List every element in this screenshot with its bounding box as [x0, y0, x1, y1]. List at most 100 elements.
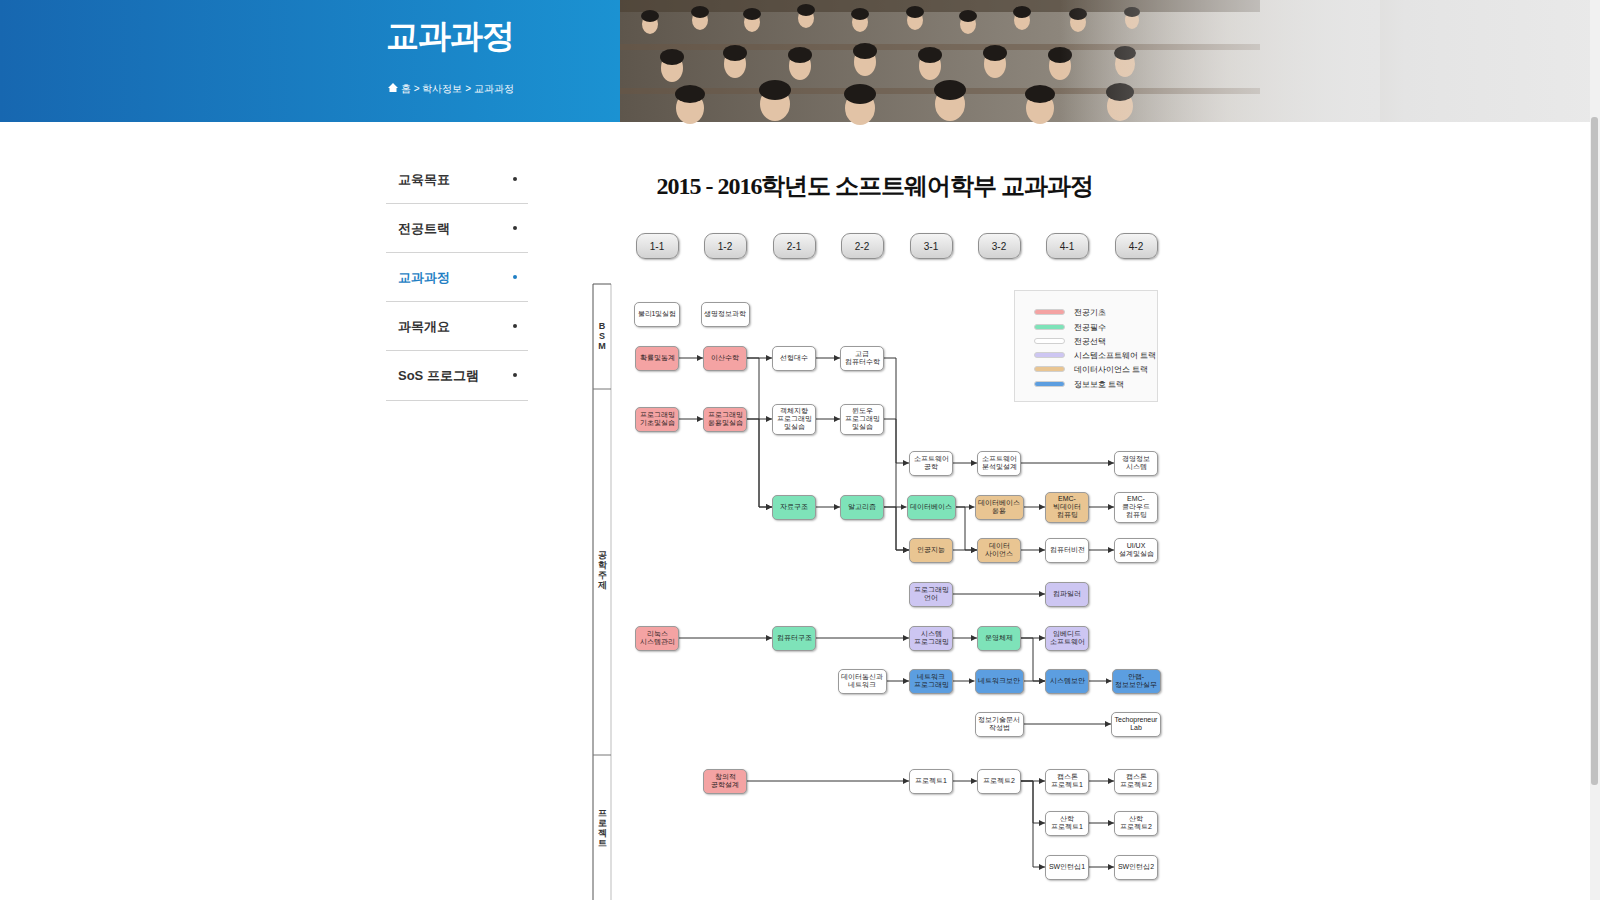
course-box: SW인턴십1 — [1045, 855, 1089, 880]
course-name: 네트워크 프로그래밍 — [912, 673, 950, 689]
course-name: 자료구조 — [775, 503, 813, 511]
legend-swatch — [1034, 381, 1065, 387]
course-name: 프로그래밍 응용및실습 — [706, 411, 744, 427]
course-name: 데이터통신과 네트워크 — [841, 673, 884, 689]
prerequisite-arrow — [1089, 681, 1112, 682]
prerequisite-arrow — [679, 638, 772, 639]
course-name: 데이터베이스 — [910, 503, 953, 511]
prerequisite-arrow — [1024, 507, 1046, 508]
course-name: 시스템보안 — [1048, 677, 1086, 685]
legend-swatch — [1034, 338, 1065, 344]
band-label: BSM — [598, 322, 607, 352]
course-name: 데이터베이스 응용 — [978, 499, 1021, 515]
semester-label: 3-1 — [924, 241, 938, 252]
course-box: 임베디드 소프트웨어 — [1045, 626, 1089, 651]
course-name: 알고리즘 — [843, 503, 881, 511]
legend-swatch — [1034, 366, 1065, 372]
course-box: 안랩- 정보보안실무 — [1112, 669, 1161, 694]
prerequisite-arrow — [953, 638, 977, 639]
course-box: 네트워크 프로그래밍 — [909, 669, 953, 694]
legend-swatch — [1034, 309, 1065, 315]
course-box: 운영체제 — [977, 626, 1021, 651]
breadcrumb: 홈 > 학사정보 > 교과과정 — [401, 82, 514, 96]
course-box: 고급 컴퓨터수학 — [840, 346, 884, 371]
course-box: 선형대수 — [772, 346, 816, 371]
prerequisite-arrow — [953, 594, 1045, 595]
semester-label: 1-1 — [650, 241, 664, 252]
prerequisite-arrow — [1021, 638, 1045, 681]
course-name: 캡스톤 프로젝트1 — [1048, 773, 1086, 789]
course-box: 윈도우 프로그래밍 및실습 — [840, 404, 884, 435]
prerequisite-arrow — [953, 463, 977, 464]
course-box: 알고리즘 — [840, 495, 884, 520]
course-name: SW인턴십2 — [1117, 863, 1155, 871]
semester-header: 1-1 — [636, 233, 679, 259]
course-name: 시스템 프로그래밍 — [912, 630, 950, 646]
prerequisite-arrow — [816, 358, 840, 359]
scrollbar — [1590, 0, 1600, 900]
legend-text: 정보보호 트랙 — [1074, 379, 1124, 390]
course-box: 프로그래밍 응용및실습 — [703, 407, 747, 432]
menu-item: 교육목표 — [398, 171, 450, 189]
course-box: 경영정보 시스템 — [1114, 451, 1158, 476]
prerequisite-arrow — [1021, 463, 1114, 464]
course-box: 컴파일러 — [1045, 582, 1089, 607]
course-box: 인공지능 — [909, 538, 953, 563]
legend-text: 전공필수 — [1074, 322, 1106, 333]
legend-text: 전공선택 — [1074, 336, 1106, 347]
course-name: 프로그래밍 언어 — [912, 586, 950, 602]
semester-header: 3-2 — [978, 233, 1021, 259]
prerequisite-arrow — [956, 507, 978, 550]
semester-label: 3-2 — [992, 241, 1006, 252]
prerequisite-arrow — [679, 419, 703, 420]
menu-separators — [386, 204, 528, 401]
band-label: 프로젝트 — [598, 809, 607, 849]
course-name: 산학 프로젝트2 — [1117, 815, 1155, 831]
header-band — [0, 0, 620, 122]
course-name: 윈도우 프로그래밍 및실습 — [843, 407, 881, 431]
course-name: 객체지향 프로그래밍 및실습 — [775, 407, 813, 431]
prerequisite-arrow — [816, 419, 840, 420]
course-name: 데이터 사이언스 — [980, 542, 1018, 558]
course-name: EMC- 빅데이터 컴퓨팅 — [1048, 495, 1086, 519]
course-name: SW인턴십1 — [1048, 863, 1086, 871]
semester-label: 4-2 — [1129, 241, 1143, 252]
course-box: 소프트웨어 공학 — [909, 451, 953, 476]
prerequisite-arrow — [816, 507, 840, 508]
semester-header: 3-1 — [910, 233, 953, 259]
prerequisite-arrow — [884, 419, 909, 463]
course-name: EMC- 클라우드 컴퓨팅 — [1117, 495, 1155, 519]
prerequisite-arrow — [1024, 724, 1112, 725]
semester-header: 4-2 — [1115, 233, 1158, 259]
course-box: EMC- 빅데이터 컴퓨팅 — [1045, 492, 1089, 523]
course-name: 생명정보과학 — [704, 310, 747, 318]
course-name: 컴파일러 — [1048, 590, 1086, 598]
course-box: 캡스톤 프로젝트1 — [1045, 769, 1089, 794]
course-name: 소프트웨어 공학 — [912, 455, 950, 471]
course-name: 확률및통계 — [638, 354, 676, 362]
course-name: 운영체제 — [980, 634, 1018, 642]
course-box: 데이터통신과 네트워크 — [838, 669, 887, 694]
course-name: 소프트웨어 분석및설계 — [980, 455, 1018, 471]
prerequisite-arrow — [884, 507, 909, 550]
course-box: 정보기술문서 작성법 — [975, 712, 1024, 737]
prerequisite-arrow — [884, 358, 909, 550]
menu-dots — [513, 177, 517, 377]
prerequisite-arrow — [1089, 823, 1114, 824]
course-name: Techopreneur Lab — [1114, 716, 1158, 732]
prerequisite-arrow — [1021, 550, 1045, 551]
category-bracket — [593, 284, 611, 900]
course-box: 시스템 프로그래밍 — [909, 626, 953, 651]
header-photo — [620, 0, 1600, 125]
course-box: 컴퓨터비전 — [1045, 538, 1089, 563]
course-box: 데이터베이스 응용 — [975, 495, 1024, 520]
semester-header: 2-2 — [841, 233, 884, 259]
course-box: SW인턴십2 — [1114, 855, 1158, 880]
prerequisite-arrow — [887, 681, 910, 682]
course-box: 프로그래밍 기초및실습 — [635, 407, 679, 432]
course-name: 정보기술문서 작성법 — [978, 716, 1021, 732]
semester-header: 4-1 — [1046, 233, 1089, 259]
course-name: 리눅스 시스템관리 — [638, 630, 676, 646]
course-box: 물리1및실험 — [634, 302, 680, 327]
